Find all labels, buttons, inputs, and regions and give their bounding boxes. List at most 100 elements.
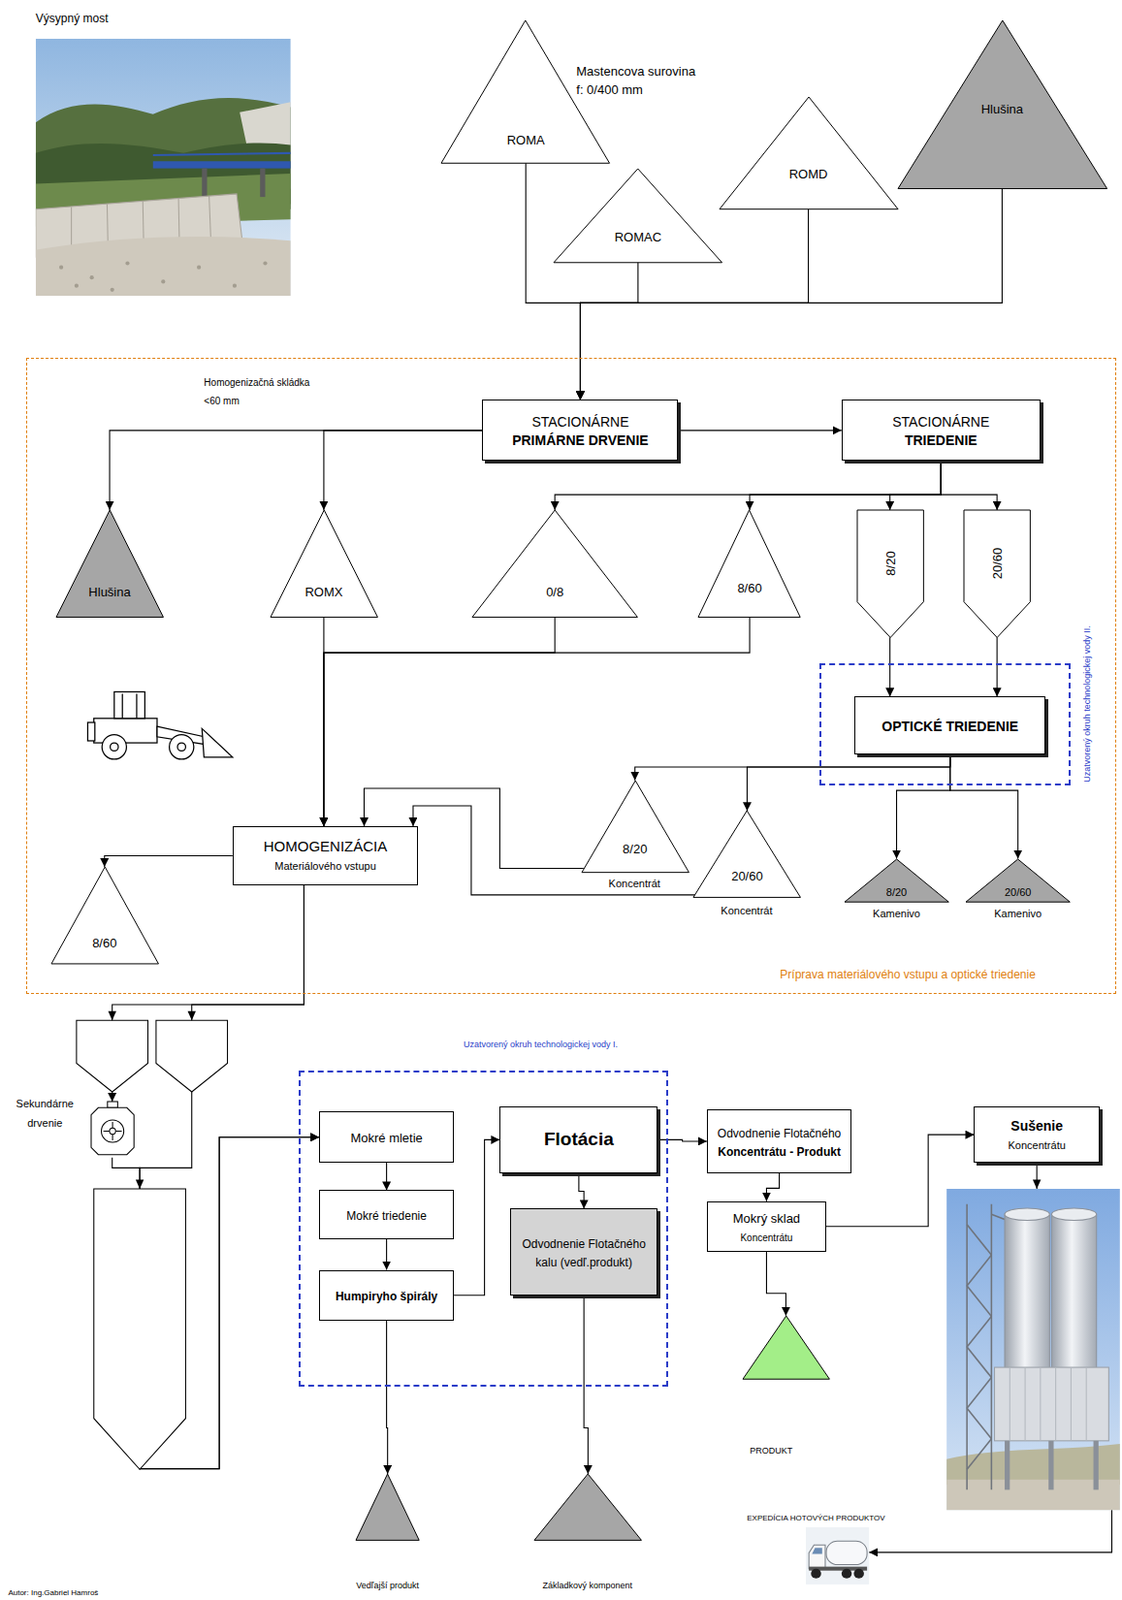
node-text: 20/60 [1004, 886, 1032, 898]
site-photo [262, 260, 267, 265]
triangle-outline [693, 810, 801, 898]
text-group: Odvodnenie Flotačného kalu (vedľ.produkt… [516, 1233, 652, 1271]
shape-part [106, 1101, 118, 1108]
text-group: Mokrý skladKoncentrátu [733, 1208, 801, 1246]
stockpile-triangle: 8/60 [698, 510, 801, 617]
node-text: Koncentrát [720, 905, 772, 918]
text-holder: EXPEDÍCIA HOTOVÝCH PRODUKTOV [746, 1506, 885, 1525]
label-holder: Mastencova surovina f: 0/400 mm [576, 61, 701, 98]
node-text: Kamenivo [993, 908, 1042, 921]
triangle-outline [965, 859, 1070, 902]
triangle-outline [897, 20, 1108, 190]
text-holder: Základkový komponent [543, 1574, 634, 1594]
triangle-outline [534, 1474, 642, 1540]
triangle-outline [270, 510, 378, 617]
shape-outline [581, 780, 689, 873]
silo-symbol [94, 1188, 187, 1470]
flow-arrow [746, 754, 950, 811]
site-photo [160, 279, 165, 284]
text-holder: 8/20 [622, 838, 647, 858]
flow-arrow [525, 162, 580, 400]
site-photo [153, 153, 291, 156]
flow-arrow [766, 1173, 779, 1202]
text-holder: Koncentrát [720, 900, 772, 920]
text-holder: OPTICKÉ TRIEDENIE [881, 716, 1019, 736]
text-holder: Koncentrátu [1008, 1134, 1066, 1154]
node-text: 8/60 [737, 580, 762, 596]
node-text: 8/20 [886, 886, 907, 898]
flow-arrow [104, 855, 233, 867]
shape-outline [91, 1101, 134, 1158]
site-photo [153, 160, 291, 168]
note-label: Homogenizačná skládka <60 mm [203, 377, 310, 407]
text-holder: 8/20 [880, 550, 899, 576]
site-photo [74, 284, 79, 289]
site-photo [259, 168, 265, 197]
stockpile-triangle: ROMAC [553, 168, 723, 263]
bin-outline [857, 510, 924, 638]
dashed-region: STACIONÁRNEPRIMÁRNE DRVENIESTACIONÁRNETR… [25, 356, 1117, 994]
site-photo [201, 168, 207, 200]
text-group: OPTICKÉ TRIEDENIE [881, 716, 1019, 736]
node-text: 8/20 [622, 841, 647, 857]
silo-photo [1086, 1367, 1088, 1442]
wheel-loader-icon [114, 691, 146, 718]
site-photo [110, 288, 115, 292]
shape-outline [742, 1315, 830, 1379]
flow-arrowhead [107, 1011, 1041, 1189]
triangle-outline [742, 1315, 830, 1379]
flow-arrow [677, 429, 841, 431]
stockpile-triangle: ROMX [270, 510, 378, 617]
site-photo [59, 265, 64, 270]
dashed-region: OPTICKÉ TRIEDENIEUzatvorený okruh techno… [819, 663, 1072, 786]
hopper-symbol [156, 1020, 228, 1092]
silo-photo [966, 1378, 992, 1410]
text-group: 20/60 [731, 865, 764, 885]
silo-photo [1051, 1208, 1096, 1221]
text-group: Hlušina [88, 581, 130, 601]
text-group: 8/20 [886, 881, 907, 900]
wheel-loader-icon [101, 735, 127, 760]
stockpile-triangle: Vedľajší produkt [355, 1474, 419, 1540]
text-group: STACIONÁRNETRIEDENIE [892, 412, 990, 449]
shape-outline [719, 96, 898, 210]
node-text: Mokré mletie [350, 1130, 422, 1146]
text-holder: Hlušina [88, 581, 130, 601]
flow-arrow [766, 1251, 786, 1316]
silo-photo [966, 1204, 1005, 1491]
shape-outline [693, 810, 801, 898]
text-group: 0/8 [545, 581, 564, 601]
text-holder: ROMA [507, 129, 545, 149]
node-text: 8/60 [92, 935, 117, 951]
node-text: 20/60 [991, 546, 1006, 579]
node-text: 20/60 [731, 868, 764, 884]
process-box: SušenieKoncentrátu [973, 1106, 1099, 1163]
text-holder: Mokrý sklad [733, 1208, 801, 1227]
text-holder: Príprava materiálového vstupu a optické … [779, 964, 1035, 984]
text-group: Mokré mletie [350, 1127, 422, 1147]
text-holder: Uzatvorený okruh technologickej vody II. [1076, 625, 1095, 783]
text-holder: Kamenivo [993, 903, 1042, 923]
text-holder: Hlušina [981, 98, 1024, 118]
label-holder: Homogenizačná skládka <60 mm [203, 371, 324, 409]
text-holder: Odvodnenie Flotačného kalu (vedľ.produkt… [516, 1233, 652, 1271]
shape-part [853, 1568, 865, 1578]
site-photo [125, 260, 129, 265]
node-text: PRODUKT [749, 1445, 793, 1456]
node-text: Kamenivo [872, 908, 921, 921]
node-text: Mokré triedenie [346, 1209, 427, 1223]
text-group: ROMX [304, 581, 343, 601]
text-group: 8/60 [92, 932, 117, 952]
node-text: Koncentrát [609, 877, 661, 890]
node-text: HOMOGENIZÁCIA [263, 837, 388, 855]
node-text: Hlušina [981, 101, 1024, 117]
text-holder: 8/60 [92, 932, 117, 952]
silo-symbol [94, 1188, 187, 1470]
text-holder: Mokré mletie [350, 1127, 422, 1147]
silo-photo [1009, 1367, 1087, 1442]
text-holder: 20/60 [731, 865, 764, 885]
node-text: Hlušina [88, 584, 130, 600]
silo-photo [1048, 1441, 1054, 1491]
shape-part [109, 1127, 116, 1134]
